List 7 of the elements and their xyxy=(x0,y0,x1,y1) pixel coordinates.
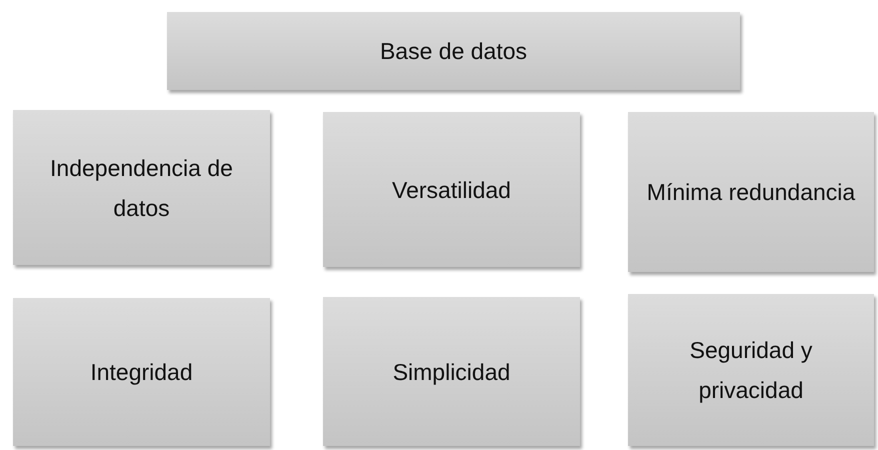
feature-box: Integridad xyxy=(13,298,270,446)
feature-box: Independencia de datos xyxy=(13,110,270,265)
heading-box: Base de datos xyxy=(167,12,740,90)
feature-box: Mínima redundancia xyxy=(628,112,874,272)
feature-box: Versatilidad xyxy=(323,112,580,267)
feature-box: Seguridad y privacidad xyxy=(628,294,874,446)
feature-box: Simplicidad xyxy=(323,297,580,446)
